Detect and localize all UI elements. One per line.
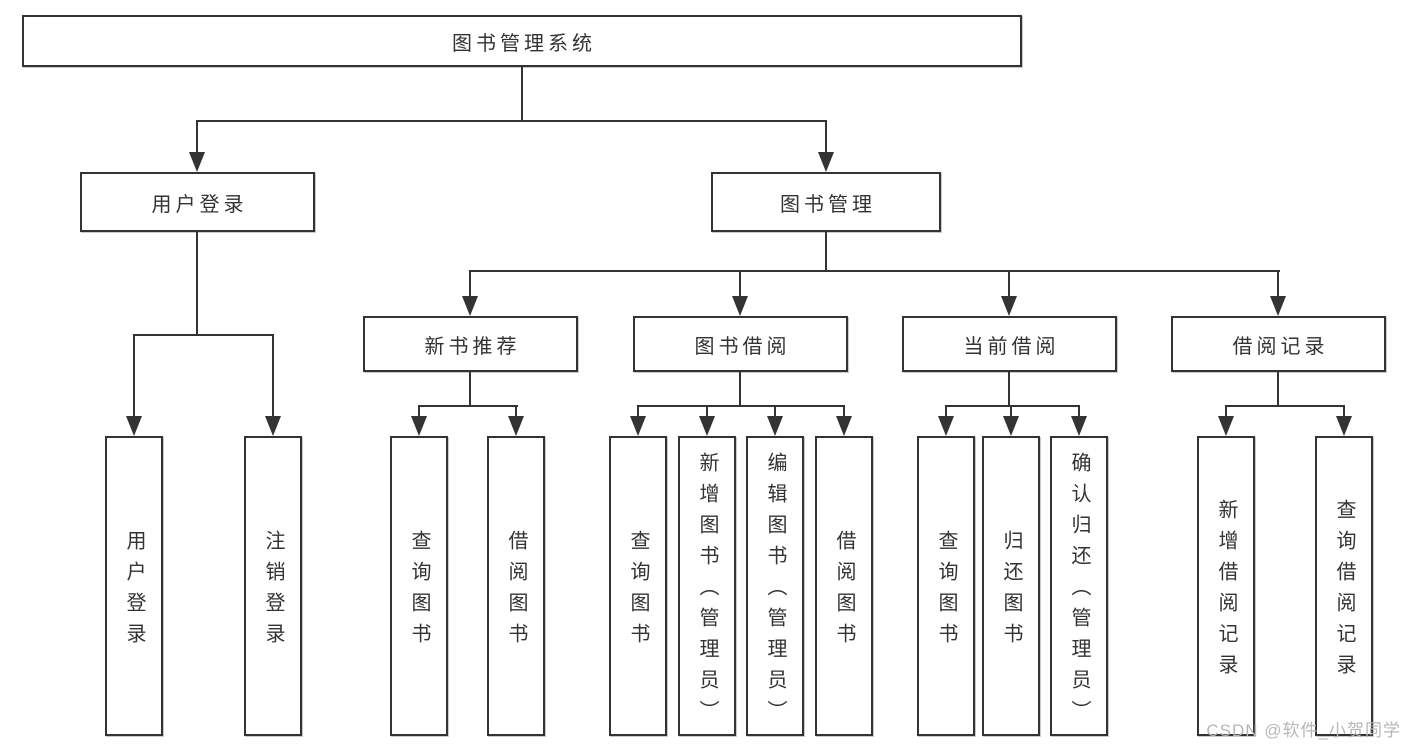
connector-line [1343,405,1345,417]
node-query-borrow-record: 查询借阅记录 [1315,436,1373,736]
arrow-down-icon [1270,296,1286,316]
node-label: 图书管理 [780,193,876,216]
node-label: 新增借阅记录 [1215,498,1237,685]
connector-line [637,405,845,407]
connector-line [469,270,471,297]
arrow-down-icon [732,296,748,316]
node-label: 编辑图书（管理员） [764,452,786,731]
node-book-borrow: 图书借阅 [633,316,848,372]
connector-line [825,120,827,153]
connector-line [739,372,741,407]
connector-line [1277,372,1279,407]
connector-line [1225,405,1227,417]
node-current-borrow: 当前借阅 [902,316,1117,372]
connector-line [739,270,741,297]
arrow-down-icon [411,416,427,436]
arrow-down-icon [126,416,142,436]
node-label: 查询图书 [408,529,430,654]
connector-line [196,120,198,153]
node-label: 用户登录 [123,529,145,654]
node-label: 查询图书 [627,529,649,654]
arrow-down-icon [1003,416,1019,436]
arrow-down-icon [767,416,783,436]
connector-line [637,405,639,417]
connector-line [945,405,947,417]
connector-line [1225,405,1345,407]
connector-line [515,405,517,417]
connector-line [469,270,1280,272]
node-query-books-recommend: 查询图书 [390,436,448,736]
connector-line [1277,270,1279,297]
connector-line [706,405,708,417]
node-borrow-books-recommend: 借阅图书 [487,436,545,736]
connector-line [825,232,827,272]
arrow-down-icon [1218,416,1234,436]
node-label: 图书管理系统 [452,32,596,55]
node-query-books-borrow: 查询图书 [609,436,667,736]
connector-line [418,405,518,407]
connector-line [1010,405,1012,417]
node-label: 借阅图书 [833,529,855,654]
arrow-down-icon [699,416,715,436]
arrow-down-icon [265,416,281,436]
node-label: 查询图书 [935,529,957,654]
connector-line [843,405,845,417]
node-user-login: 用户登录 [80,172,315,232]
arrow-down-icon [462,296,478,316]
node-logout: 注销登录 [244,436,302,736]
node-label: 当前借阅 [963,335,1060,358]
arrow-down-icon [818,152,834,172]
node-add-books-admin: 新增图书（管理员） [678,436,736,736]
arrow-down-icon [189,152,205,172]
node-label: 借阅图书 [505,529,527,654]
node-confirm-return-admin: 确认归还（管理员） [1050,436,1108,736]
arrow-down-icon [938,416,954,436]
connector-line [133,334,135,417]
connector-line [196,120,827,122]
node-new-book-recommend: 新书推荐 [363,316,578,372]
connector-line [469,372,471,407]
node-borrow-records: 借阅记录 [1171,316,1386,372]
connector-line [774,405,776,417]
connector-line [196,232,198,336]
connector-line [133,334,274,336]
node-label: 确认归还（管理员） [1068,452,1090,731]
connector-line [945,405,1080,407]
node-label: 图书借阅 [694,335,791,358]
watermark: CSDN @软件_小贺同学 [1206,721,1401,740]
arrow-down-icon [1071,416,1087,436]
node-query-books-current: 查询图书 [917,436,975,736]
node-label: 新书推荐 [424,335,521,358]
node-label: 注销登录 [262,529,284,654]
node-add-borrow-record: 新增借阅记录 [1197,436,1255,736]
connector-line [1078,405,1080,417]
connector-line [272,334,274,417]
node-label: 查询借阅记录 [1333,498,1355,685]
arrow-down-icon [630,416,646,436]
node-label: 归还图书 [1000,529,1022,654]
arrow-down-icon [836,416,852,436]
node-return-books: 归还图书 [982,436,1040,736]
node-book-management: 图书管理 [711,172,941,232]
arrow-down-icon [1336,416,1352,436]
connector-line [1008,270,1010,297]
arrow-down-icon [508,416,524,436]
connector-line [418,405,420,417]
node-edit-books-admin: 编辑图书（管理员） [746,436,804,736]
arrow-down-icon [1001,296,1017,316]
node-root-system: 图书管理系统 [22,15,1022,67]
node-label: 新增图书（管理员） [696,452,718,731]
node-user-login-leaf: 用户登录 [105,436,163,736]
connector-line [521,67,523,122]
connector-line [1008,372,1010,407]
node-label: 用户登录 [151,193,248,216]
node-label: 借阅记录 [1232,335,1329,358]
node-borrow-books: 借阅图书 [815,436,873,736]
